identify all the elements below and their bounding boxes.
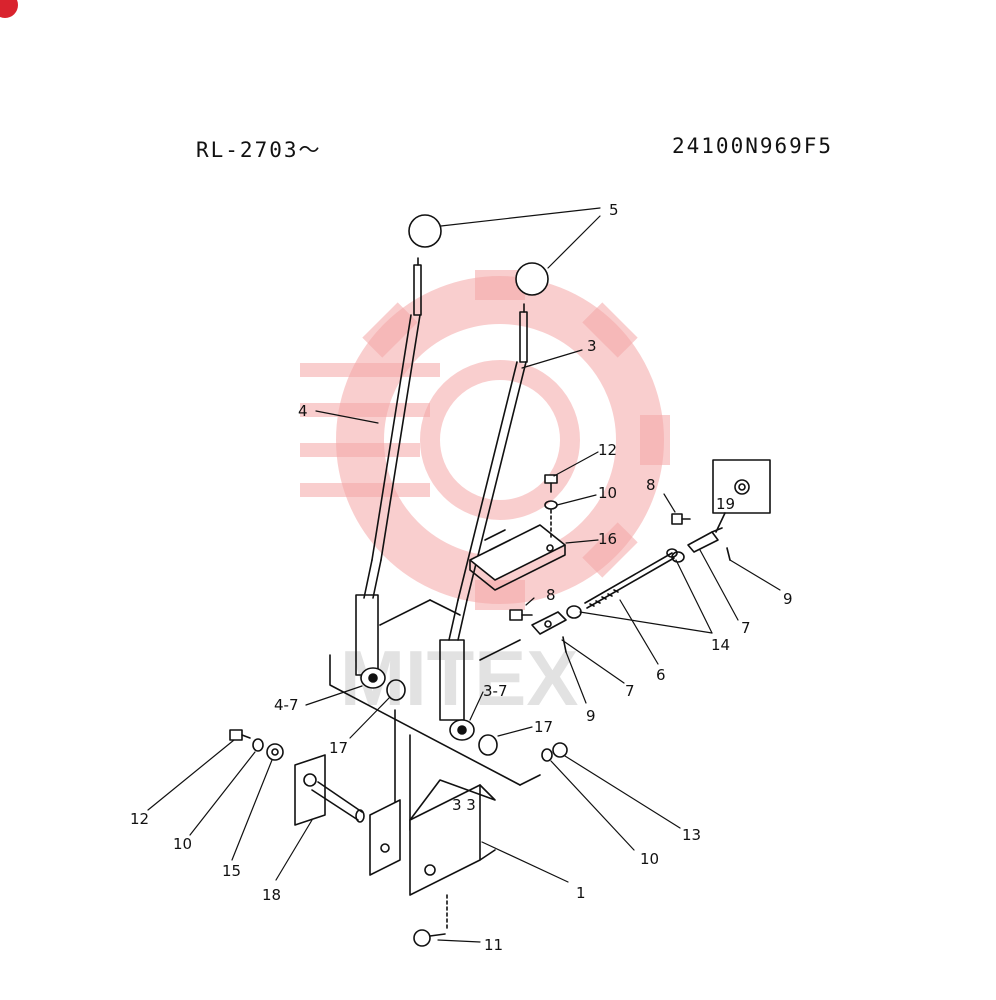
washer-10-left [252, 738, 264, 752]
clevis-7-lower [531, 611, 567, 635]
rod-6 [584, 552, 675, 609]
callout-16: 16 [598, 530, 617, 548]
bolt-12-top [544, 474, 558, 493]
callout-5: 5 [609, 201, 619, 219]
callout-12-top: 12 [598, 441, 617, 459]
callout-9-lower: 9 [586, 707, 596, 725]
nut-14-upper-b [666, 548, 678, 558]
pin-8-upper [671, 513, 691, 525]
bolt-11 [413, 894, 448, 947]
side-bracket [369, 799, 401, 876]
red-corner-badge [0, 0, 18, 18]
model-code-label: RL-2703〜 [196, 138, 322, 162]
callout-8-lower: 8 [546, 586, 556, 604]
callout-4-7: 4-7 [274, 696, 299, 714]
callout-7-upper: 7 [741, 619, 751, 637]
pin-8-lower [509, 609, 533, 621]
inset-box-19 [712, 459, 771, 514]
diagram-linework: 3 3 [147, 207, 781, 947]
callout-13: 13 [682, 826, 701, 844]
callout-10-left: 10 [173, 835, 192, 853]
bracket-1: 3 3 [409, 779, 496, 896]
callout-7-lower: 7 [625, 682, 635, 700]
knob-right [515, 262, 549, 296]
leader-lines [147, 207, 781, 943]
callout-12-left: 12 [130, 810, 149, 828]
washer-10-top [544, 500, 558, 510]
callout-6: 6 [656, 666, 666, 684]
callout-11: 11 [484, 936, 503, 954]
spacer-17-right [478, 734, 498, 756]
callout-15: 15 [222, 862, 241, 880]
knob-left [408, 214, 442, 248]
callout-labels: 5 3 4 12 10 16 8 19 8 9 7 14 7 6 9 4-7 3… [130, 201, 793, 954]
callout-17-left: 17 [329, 739, 348, 757]
plate-16 [469, 524, 566, 591]
callout-10-top: 10 [598, 484, 617, 502]
cotter-pin-9-upper [726, 547, 731, 561]
callout-8-upper: 8 [646, 476, 656, 494]
cotter-pin-9-lower [562, 636, 567, 653]
washer-15 [266, 743, 284, 761]
callout-3: 3 [587, 337, 597, 355]
part-number-label: 24100N969F5 [672, 134, 834, 158]
pivot-plate-18 [294, 754, 365, 826]
callout-1: 1 [576, 884, 586, 902]
callout-18: 18 [262, 886, 281, 904]
nut-14-lower [566, 605, 582, 619]
washer-10-right [541, 748, 553, 762]
spacer-17-left [386, 679, 406, 701]
callout-10-right: 10 [640, 850, 659, 868]
watermark-gear-logo [300, 270, 670, 610]
nut-13 [552, 742, 568, 758]
callout-4: 4 [298, 402, 308, 420]
bolt-12-left [229, 729, 251, 741]
callout-19: 19 [716, 495, 735, 513]
callout-14: 14 [711, 636, 730, 654]
callout-17-right: 17 [534, 718, 553, 736]
lever-4 [355, 257, 422, 689]
callout-3-7: 3-7 [483, 682, 508, 700]
callout-9-upper: 9 [783, 590, 793, 608]
svg-text:3 3: 3 3 [452, 796, 476, 814]
